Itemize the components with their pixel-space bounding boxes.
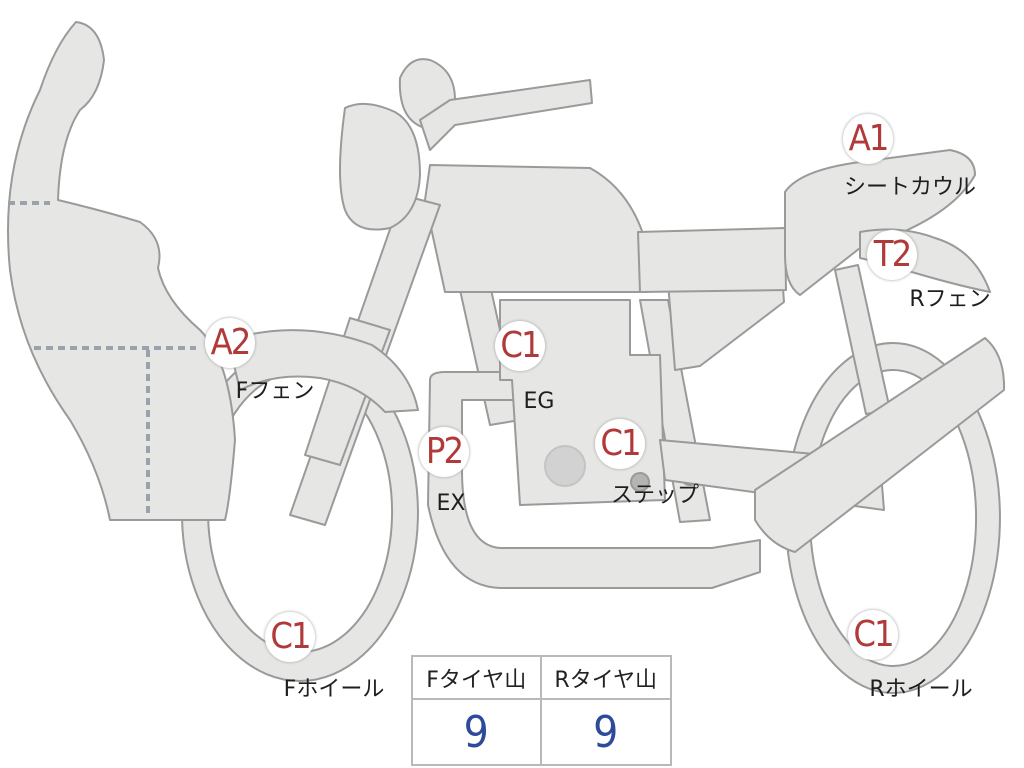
front-tire-header: Fタイヤ山 <box>413 657 542 700</box>
engine-label: EG <box>523 389 555 414</box>
rear-tire-value: 9 <box>593 706 619 758</box>
rear-fender-label: Rフェン <box>909 287 991 312</box>
fuel-tank-shape <box>424 164 649 293</box>
rear-wheel-shape <box>784 342 1001 694</box>
seat-cowl-grade: A1 <box>843 114 893 164</box>
exhaust-grade: P2 <box>419 427 469 477</box>
exhaust-shape <box>427 371 761 589</box>
rear-fender-grade: T2 <box>867 230 917 280</box>
fairing-shape <box>7 21 236 521</box>
handlebar-shape <box>419 79 593 151</box>
front-tire-value: 9 <box>413 700 542 764</box>
step-grade: C1 <box>595 419 645 469</box>
exhaust-label: EX <box>436 491 466 516</box>
step-label: ステップ <box>610 483 700 508</box>
seat-shape <box>637 227 787 293</box>
front-fender-label: Fフェン <box>235 379 315 404</box>
side-panel-shape <box>667 281 785 371</box>
engine-cover-shape <box>544 445 586 487</box>
seat-cowl-shape <box>784 149 976 296</box>
front-wheel-label: Fホイール <box>283 677 385 702</box>
rear-wheel-grade: C1 <box>848 610 898 660</box>
headlight-shape <box>339 102 421 231</box>
step-peg-shape <box>630 472 650 492</box>
front-wheel-grade: C1 <box>265 612 315 662</box>
rear-tire-header: Rタイヤ山 <box>541 657 670 700</box>
rear-wheel-label: Rホイール <box>869 677 973 702</box>
tire-tread-table: Fタイヤ山 Rタイヤ山 9 9 <box>411 655 672 766</box>
rear-tube-shape <box>754 337 1006 553</box>
front-fender-grade: A2 <box>205 318 255 368</box>
engine-grade: C1 <box>495 321 545 371</box>
front-fender-shape <box>227 329 419 413</box>
seat-cowl-label: シートカウル <box>843 175 977 200</box>
